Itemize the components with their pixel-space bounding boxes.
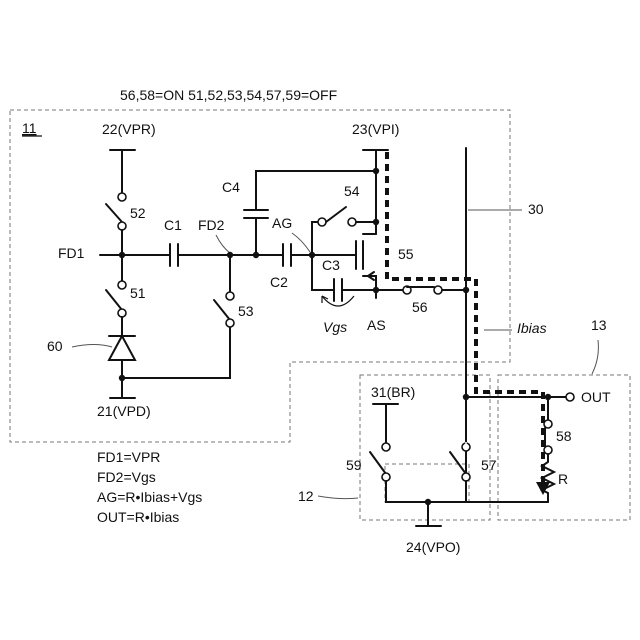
switch-52-label: 52 <box>130 205 146 221</box>
fd1-label: FD1 <box>58 245 85 261</box>
switch-57-contact-top <box>462 443 470 451</box>
equation-out: OUT=R•Ibias <box>97 509 179 525</box>
block-12-inner-boundary <box>385 464 469 502</box>
switch-59-blade <box>370 452 386 474</box>
ag-leader <box>292 233 310 252</box>
br-rail <box>373 404 398 443</box>
ag-label: AG <box>272 215 292 231</box>
out-terminal <box>566 393 574 401</box>
vgs-arrow <box>322 296 354 306</box>
capacitor-c3-label: C3 <box>322 257 340 273</box>
switch-58-contact-top <box>544 420 552 428</box>
vpd-label: 21(VPD) <box>97 403 151 419</box>
switch-57-label: 57 <box>481 457 497 473</box>
fd2-leader <box>216 235 230 253</box>
switch-58-contact-bottom <box>544 446 552 454</box>
block-13-label: 13 <box>591 317 607 333</box>
ibias-label: Ibias <box>517 320 547 336</box>
switch-51-contact-bottom <box>118 309 126 317</box>
equation-fd2: FD2=Vgs <box>97 469 156 485</box>
switch-59-label: 59 <box>346 457 362 473</box>
switch-51-blade <box>106 290 122 310</box>
block-11-label: 11 <box>22 120 37 136</box>
switch-54-contact-left <box>318 218 326 226</box>
vpr-label: 22(VPR) <box>102 121 156 137</box>
vpr-rail <box>110 150 135 192</box>
switch-52-contact-bottom <box>118 222 126 230</box>
diode-60-symbol <box>109 336 135 360</box>
capacitor-c4-label: C4 <box>222 179 240 195</box>
switch-56-contact-right <box>434 286 442 294</box>
equation-ag: AG=R•Ibias+Vgs <box>97 489 202 505</box>
switch-57-blade <box>450 452 466 474</box>
vpo-label: 24(VPO) <box>406 539 460 555</box>
capacitor-c1 <box>170 244 258 266</box>
transistor-55-gate <box>356 241 363 269</box>
capacitor-c2-label: C2 <box>270 274 288 290</box>
capacitor-c1-label: C1 <box>164 217 182 233</box>
vpo-rail <box>416 502 441 526</box>
br-label: 31(BR) <box>371 384 415 400</box>
vgs-label: Vgs <box>323 319 347 335</box>
vpi-label: 23(VPI) <box>352 121 399 137</box>
switch-52-contact-top <box>118 193 126 201</box>
junction-dots <box>119 168 551 505</box>
switch-57-contact-bottom <box>462 473 470 481</box>
out-label: OUT <box>581 389 611 405</box>
switch-59-contact-top <box>382 443 390 451</box>
ag-to-54-wire <box>312 222 318 255</box>
switch-53-blade <box>214 300 230 320</box>
resistor-r-label: R <box>558 471 568 487</box>
switch-53-contact-top <box>226 292 234 300</box>
block-12-label: 12 <box>298 488 314 504</box>
block-11-boundary <box>10 110 510 442</box>
line-30-label: 30 <box>528 201 544 217</box>
switch-51-label: 51 <box>130 285 146 301</box>
switch-53-contact-bottom <box>226 319 234 327</box>
equation-fd1: FD1=VPR <box>97 449 160 465</box>
switch-54-blade <box>326 207 346 222</box>
transistor-55-label: 55 <box>398 246 414 262</box>
as-label: AS <box>367 317 386 333</box>
switch-58-label: 58 <box>556 428 572 444</box>
switch-51-contact-top <box>118 281 126 289</box>
switch-52-blade <box>106 204 122 222</box>
block-13-leader <box>592 340 598 374</box>
fd2-label: FD2 <box>198 217 225 233</box>
vpd-to-53-wire <box>122 326 230 378</box>
switch-56-label: 56 <box>412 299 428 315</box>
block-12-leader <box>318 496 358 499</box>
switch-53-label: 53 <box>238 303 254 319</box>
vpo-bus <box>386 481 548 502</box>
diode-60-leader <box>72 345 112 348</box>
switch-state-header: 56,58=ON 51,52,53,54,57,59=OFF <box>120 87 337 103</box>
diode-60-label: 60 <box>47 338 63 354</box>
switch-54-contact-right <box>348 218 356 226</box>
switch-59-contact-bottom <box>382 473 390 481</box>
switch-54-label: 54 <box>344 183 360 199</box>
